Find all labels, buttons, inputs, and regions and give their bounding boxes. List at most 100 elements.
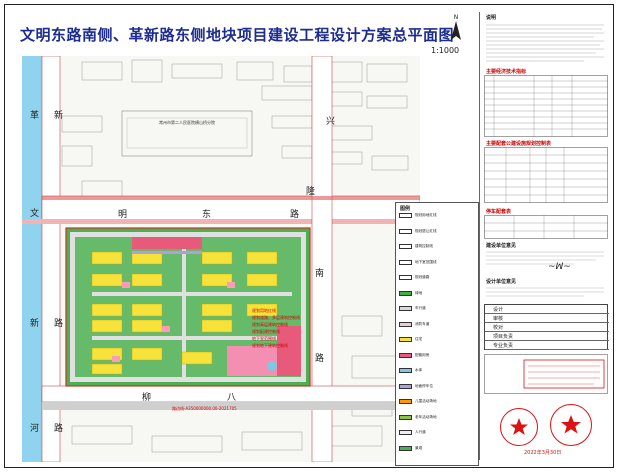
plan-markers: 规划用地红线 规划道路、多层建筑控制线 规划高层建筑控制线 规划配建控制线 地下… [252, 307, 300, 348]
legend-label: 儿童活动场地 [415, 399, 437, 403]
north-arrow-icon: N [451, 14, 461, 40]
signature-role: 设计 [493, 307, 504, 313]
svg-text:规划配建控制线: 规划配建控制线 [252, 328, 280, 334]
scale-label: 1:1000 [431, 46, 460, 55]
notes-title: 说明 [486, 15, 497, 21]
legend-label: 地下室范围线 [415, 259, 437, 264]
legend-label: 规划道路 [415, 275, 430, 279]
signature-row: 专业负责 [485, 341, 609, 350]
table1-grid [484, 75, 608, 137]
road-southwest-1: 河 [30, 422, 39, 434]
road-west-bottom-1: 新 [30, 317, 39, 329]
road-north-1: 文 [30, 207, 39, 219]
project-site [65, 227, 311, 387]
drawing-frame [4, 4, 614, 468]
residential-buildings [91, 251, 278, 375]
table3-title: 停车配套表 [486, 209, 512, 215]
review-signature: ~ꟽ~ [548, 262, 571, 272]
info-panel: 说明 主要经济技术指标 主要配套公建设施规划控制表 [479, 12, 612, 460]
road-west-top-1: 革 [30, 109, 39, 121]
legend-swatch [399, 445, 412, 451]
legend-swatch [399, 337, 412, 342]
signature-row: 项目负责 [485, 332, 609, 341]
legend-swatch [399, 352, 412, 358]
road-south-1: 柳 [142, 391, 151, 403]
signature-row: 校对 [485, 323, 609, 332]
signature-table: 设计审核校对项目负责专业负责 [484, 304, 609, 350]
legend-label: 水体 [415, 368, 423, 372]
roads [22, 56, 420, 462]
legend-label: 绿地 [415, 290, 423, 295]
legend-label: 地面停车位 [415, 383, 433, 388]
official-seal-right [550, 404, 592, 446]
property-line-note: 路边线-A350000000.00-2021705 [172, 405, 237, 411]
site-map-drawing: 常州市第二人民医院横山桥分院 革 新 文 明 东 路 兴 隆 南 路 新 [22, 56, 420, 462]
road-north-far-1: 兴 [326, 116, 335, 127]
legend-label: 景观 [415, 445, 423, 450]
svg-text:规划地下建筑控制线: 规划地下建筑控制线 [252, 342, 288, 348]
legend-title: 图例 [400, 206, 411, 212]
legend-swatch [399, 275, 412, 280]
legend-label: 老年活动场地 [415, 414, 437, 419]
table2-grid [484, 147, 608, 203]
road-southwest-2: 路 [54, 422, 63, 434]
site-map: 常州市第二人民医院横山桥分院 革 新 文 明 东 路 兴 隆 南 路 新 [22, 56, 420, 462]
signature-role: 校对 [493, 325, 504, 331]
road-north-4: 路 [290, 208, 299, 220]
road-east-2: 路 [315, 352, 324, 364]
drawing-title: 文明东路南侧、革新路东侧地块项目建设工程设计方案总平面图 [20, 26, 455, 44]
hospital-block [121, 110, 253, 157]
signature-row: 设计 [485, 305, 609, 314]
svg-text:规划用地红线: 规划用地红线 [252, 307, 276, 313]
road-north-far-2: 隆 [306, 185, 315, 197]
legend-swatch [399, 228, 412, 234]
legend-swatch [399, 244, 412, 249]
signature-role: 专业负责 [493, 343, 514, 349]
official-seal-left [500, 408, 538, 446]
legend-swatch [399, 368, 412, 373]
road-north-3: 东 [202, 208, 211, 220]
legend-label: 住宅 [415, 337, 423, 341]
review-text-lines [486, 251, 604, 265]
legend-swatch [399, 430, 412, 435]
signature-row: 审核 [485, 314, 609, 323]
legend-swatch [399, 213, 412, 218]
issue-date: 2022年3月30日 [524, 450, 562, 456]
road-north-2: 明 [118, 209, 127, 220]
legend-swatch [399, 321, 412, 327]
signature-role: 审核 [493, 316, 504, 322]
legend-swatch [399, 306, 412, 311]
table1-title: 主要经济技术指标 [486, 69, 527, 75]
legend-label: 配套用房 [415, 352, 430, 357]
legend-label: 人行道 [415, 430, 426, 434]
notes-text-lines [486, 24, 604, 62]
legend-label: 规划退让红线 [415, 228, 437, 233]
svg-text:地下室范围线: 地下室范围线 [252, 335, 276, 341]
signature-role: 项目负责 [493, 334, 514, 340]
legend-label: 车行道 [415, 306, 426, 310]
road-south-2: 八 [227, 393, 236, 403]
design-title: 设计单位意见 [486, 279, 517, 285]
legend-label: 消防车道 [415, 321, 430, 326]
road-east-1: 南 [315, 267, 324, 279]
road-west-bottom-2: 路 [54, 317, 63, 329]
legend-swatch [399, 399, 412, 404]
hospital-label: 常州市第二人民医院横山桥分院 [159, 119, 215, 125]
legend-box: 图例 规划用地红线规划退让红线建筑控制线地下室范围线规划道路绿地车行道消防车道住… [395, 202, 479, 466]
svg-text:规划高层建筑控制线: 规划高层建筑控制线 [252, 321, 288, 327]
legend-swatch [399, 414, 412, 420]
design-unit-block [484, 354, 608, 394]
design-text-lines [486, 287, 604, 297]
legend-swatch [399, 259, 412, 265]
svg-text:规划道路、多层建筑控制线: 规划道路、多层建筑控制线 [252, 314, 300, 320]
legend-label: 规划用地红线 [415, 213, 437, 217]
road-west-top-2: 新 [54, 109, 63, 121]
north-label: N [454, 14, 459, 21]
legend-label: 建筑控制线 [415, 244, 433, 248]
table3-grid [484, 215, 608, 239]
review-title: 建设单位意见 [486, 243, 517, 249]
legend-swatch [399, 383, 412, 389]
table2-title: 主要配套公建设施规划控制表 [486, 141, 552, 147]
legend-swatch [399, 290, 412, 296]
